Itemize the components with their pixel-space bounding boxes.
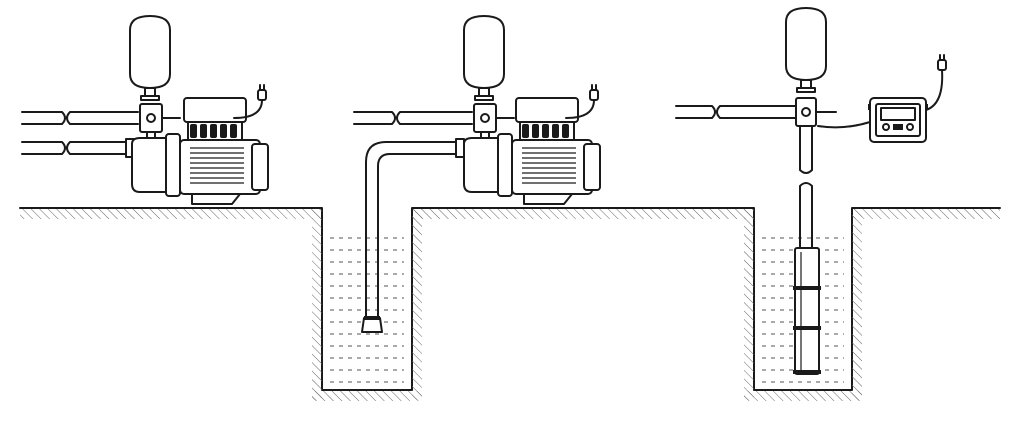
pressure-tank bbox=[129, 15, 171, 101]
panel-surface-from-well bbox=[353, 15, 601, 333]
suction-pipe bbox=[365, 138, 465, 319]
riser-pipe bbox=[799, 125, 813, 249]
outlet-pipe bbox=[353, 111, 473, 125]
well-water bbox=[330, 237, 844, 383]
pipe-tee bbox=[795, 97, 837, 127]
panel-submersible bbox=[675, 7, 947, 375]
outlet-pipe bbox=[675, 105, 797, 119]
ground bbox=[19, 207, 1001, 401]
panel-surface-pressurisation bbox=[21, 15, 269, 205]
inlet-pipe bbox=[21, 138, 135, 158]
power-cable bbox=[565, 84, 599, 119]
control-cable bbox=[817, 121, 871, 129]
pressure-tank bbox=[785, 7, 827, 93]
power-cable bbox=[925, 54, 947, 111]
submersible-pump bbox=[793, 247, 821, 375]
control-panel bbox=[868, 97, 928, 143]
pressure-tank bbox=[463, 15, 505, 101]
outlet-pipe bbox=[21, 111, 139, 125]
power-cable bbox=[233, 84, 267, 119]
foot-valve bbox=[361, 316, 383, 333]
